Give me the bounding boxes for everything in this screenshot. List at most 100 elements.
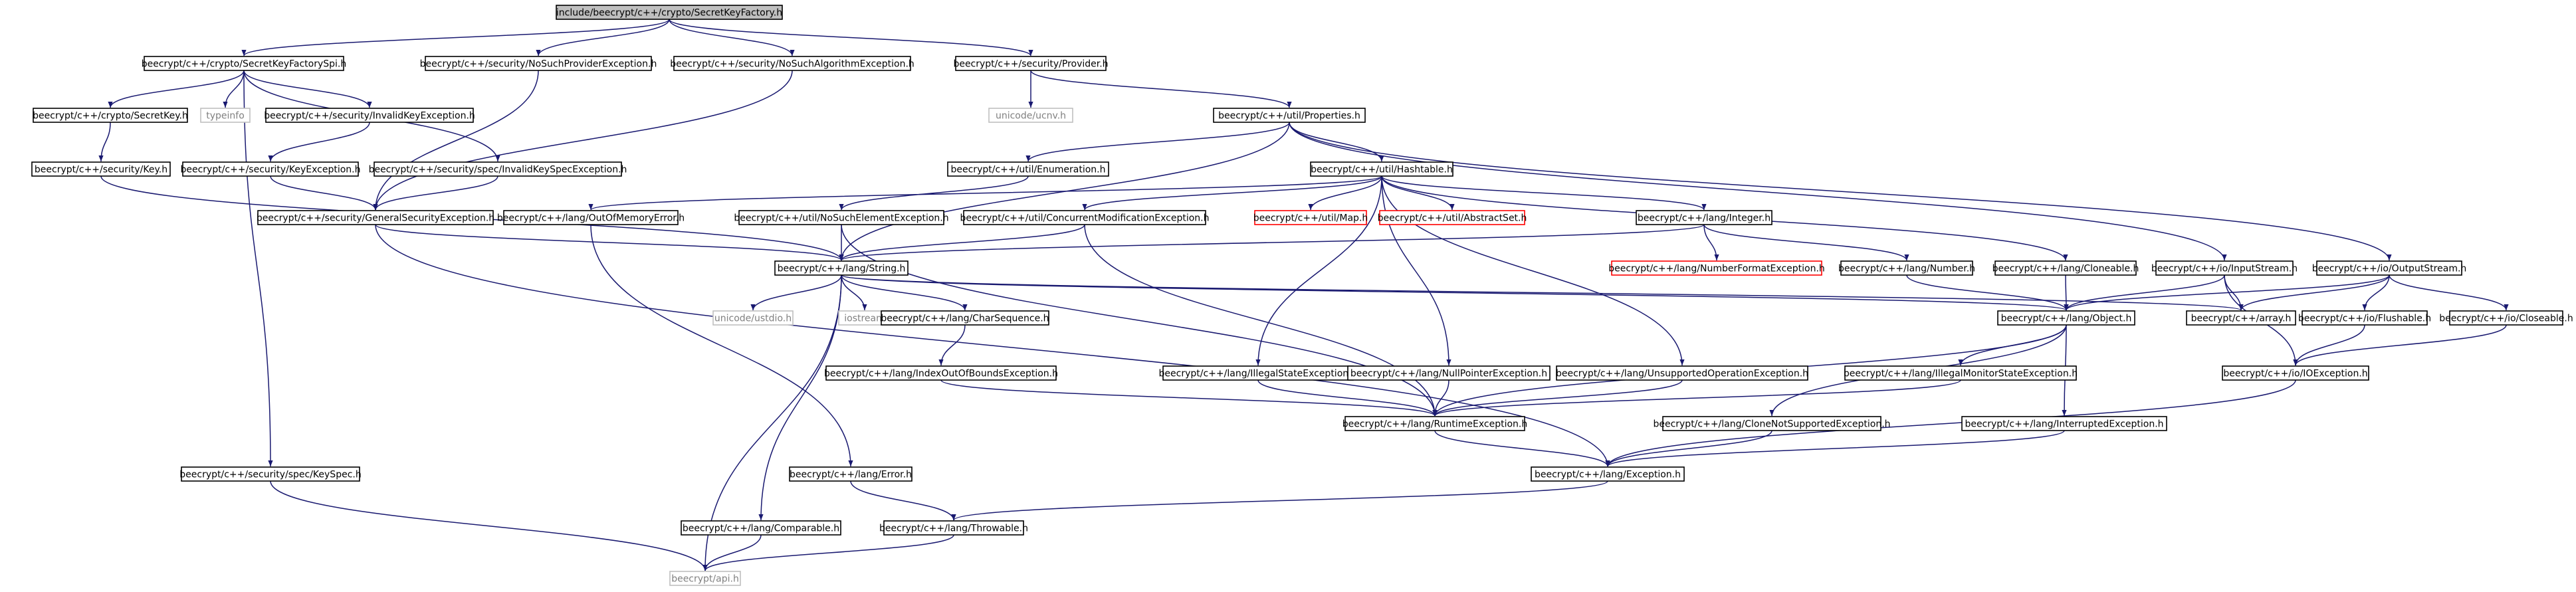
- node-box: [988, 108, 1073, 123]
- node-secretkey[interactable]: beecrypt/c++/crypto/SecretKey.h: [33, 108, 188, 123]
- node-box: [1840, 260, 1973, 276]
- node-hashtable[interactable]: beecrypt/c++/util/Hashtable.h: [1310, 161, 1453, 177]
- node-map[interactable]: beecrypt/c++/util/Map.h: [1253, 210, 1368, 225]
- node-ike[interactable]: beecrypt/c++/security/InvalidKeyExceptio…: [264, 108, 475, 123]
- node-box: [31, 161, 171, 177]
- node-box: [1844, 365, 2077, 381]
- node-box: [144, 56, 344, 71]
- node-array[interactable]: beecrypt/c++/array.h: [2186, 310, 2296, 326]
- node-label: beecrypt/c++/lang/IndexOutOfBoundsExcept…: [824, 369, 1058, 379]
- node-flushable[interactable]: beecrypt/c++/io/Flushable.h: [2298, 310, 2431, 326]
- node-box: [182, 161, 359, 177]
- edge-throwable-to-api: [702, 534, 954, 571]
- node-box: [673, 56, 911, 71]
- node-box: [1997, 310, 2135, 326]
- node-cme[interactable]: beecrypt/c++/util/ConcurrentModification…: [960, 210, 1210, 225]
- node-comparable[interactable]: beecrypt/c++/lang/Comparable.h: [681, 520, 841, 536]
- node-properties[interactable]: beecrypt/c++/util/Properties.h: [1213, 108, 1366, 123]
- node-inputstream[interactable]: beecrypt/c++/io/InputStream.h: [2151, 260, 2298, 276]
- edge-string-to-charseq: [841, 274, 968, 311]
- node-box: [1636, 210, 1772, 225]
- node-npe[interactable]: beecrypt/c++/lang/NullPointerException.h: [1347, 365, 1551, 381]
- node-integer[interactable]: beecrypt/c++/lang/Integer.h: [1636, 210, 1772, 225]
- node-box: [2449, 310, 2563, 326]
- node-box: [1531, 466, 1685, 482]
- node-box: [681, 520, 841, 536]
- node-ioexception[interactable]: beecrypt/c++/io/IOException.h: [2222, 365, 2369, 381]
- node-nfe[interactable]: beecrypt/c++/lang/NumberFormatException.…: [1608, 260, 1825, 276]
- node-ie[interactable]: beecrypt/c++/lang/InterruptedException.h: [1961, 416, 2167, 431]
- node-imse[interactable]: beecrypt/c++/lang/IllegalMonitorStateExc…: [1844, 365, 2078, 381]
- node-label: beecrypt/c++/lang/Throwable.h: [879, 524, 1028, 534]
- node-keyex[interactable]: beecrypt/c++/security/KeyException.h: [180, 161, 361, 177]
- node-label: beecrypt/c++/lang/IllegalStateException.…: [1159, 369, 1358, 379]
- node-label: beecrypt/c++/io/IOException.h: [2223, 369, 2367, 379]
- node-skfspi[interactable]: beecrypt/c++/crypto/SecretKeyFactorySpi.…: [142, 56, 346, 71]
- node-keyspec[interactable]: beecrypt/c++/security/spec/KeySpec.h: [179, 466, 362, 482]
- node-label: beecrypt/c++/lang/Error.h: [790, 470, 912, 480]
- node-cloneable[interactable]: beecrypt/c++/lang/Cloneable.h: [1992, 260, 2139, 276]
- node-closeable[interactable]: beecrypt/c++/io/Closeable.h: [2439, 310, 2573, 326]
- node-outputstream[interactable]: beecrypt/c++/io/OutputStream.h: [2312, 260, 2467, 276]
- edge-skfspi-to-ike: [243, 70, 372, 108]
- node-box: [1556, 365, 1808, 381]
- edge-properties-to-inputstream: [1289, 122, 2227, 261]
- node-ise[interactable]: beecrypt/c++/lang/IllegalStateException.…: [1159, 365, 1358, 381]
- node-box: [265, 108, 474, 123]
- edge-charseq-to-ioobe: [938, 324, 966, 366]
- node-nsp[interactable]: beecrypt/c++/security/NoSuchProviderExce…: [420, 56, 657, 71]
- edge-number-to-object: [1906, 274, 2069, 311]
- node-label: beecrypt/c++/lang/CloneNotSupportedExcep…: [1653, 419, 1890, 430]
- node-number[interactable]: beecrypt/c++/lang/Number.h: [1838, 260, 1975, 276]
- node-nsa[interactable]: beecrypt/c++/security/NoSuchAlgorithmExc…: [670, 56, 914, 71]
- node-key[interactable]: beecrypt/c++/security/Key.h: [31, 161, 171, 177]
- edge-runtime-to-exception: [1434, 430, 1610, 467]
- node-runtime[interactable]: beecrypt/c++/lang/RuntimeException.h: [1342, 416, 1527, 431]
- node-object[interactable]: beecrypt/c++/lang/Object.h: [1997, 310, 2135, 326]
- node-oome[interactable]: beecrypt/c++/lang/OutOfMemoryError.h: [497, 210, 685, 225]
- node-label: include/beecrypt/c++/crypto/SecretKeyFac…: [556, 8, 782, 19]
- node-throwable[interactable]: beecrypt/c++/lang/Throwable.h: [879, 520, 1028, 536]
- dependency-edges: [98, 19, 2509, 571]
- node-box: [825, 365, 1057, 381]
- node-label: beecrypt/c++/security/Key.h: [35, 165, 167, 175]
- node-box: [181, 466, 360, 482]
- node-ioobe[interactable]: beecrypt/c++/lang/IndexOutOfBoundsExcept…: [824, 365, 1058, 381]
- node-box: [947, 161, 1109, 177]
- node-label: beecrypt/c++/io/Closeable.h: [2439, 314, 2573, 324]
- node-box: [883, 520, 1024, 536]
- node-label: beecrypt/c++/util/Properties.h: [1218, 111, 1360, 122]
- edge-string-to-array: [841, 274, 2243, 311]
- node-label: beecrypt/c++/security/spec/KeySpec.h: [179, 470, 361, 480]
- node-root[interactable]: include/beecrypt/c++/crypto/SecretKeyFac…: [556, 5, 783, 20]
- edge-flushable-to-ioexception: [2293, 324, 2365, 366]
- node-box: [1611, 260, 1822, 276]
- node-box: [1310, 161, 1453, 177]
- node-label: beecrypt/c++/lang/Comparable.h: [683, 524, 839, 534]
- node-box: [2302, 310, 2428, 326]
- node-charseq[interactable]: beecrypt/c++/lang/CharSequence.h: [881, 310, 1049, 326]
- node-box: [1662, 416, 1881, 431]
- node-enumeration[interactable]: beecrypt/c++/util/Enumeration.h: [947, 161, 1109, 177]
- node-abstractset[interactable]: beecrypt/c++/util/AbstractSet.h: [1378, 210, 1527, 225]
- node-exception[interactable]: beecrypt/c++/lang/Exception.h: [1531, 466, 1685, 482]
- node-nsee[interactable]: beecrypt/c++/util/NoSuchElementException…: [734, 210, 949, 225]
- node-ikse[interactable]: beecrypt/c++/security/spec/InvalidKeySpe…: [369, 161, 627, 177]
- node-gse[interactable]: beecrypt/c++/security/GeneralSecurityExc…: [257, 210, 494, 225]
- edge-hashtable-to-npe: [1381, 175, 1451, 366]
- node-box: [963, 210, 1206, 225]
- node-string[interactable]: beecrypt/c++/lang/String.h: [774, 260, 909, 276]
- node-provider[interactable]: beecrypt/c++/security/Provider.h: [953, 56, 1109, 71]
- node-box: [881, 310, 1049, 326]
- node-uoe[interactable]: beecrypt/c++/lang/UnsupportedOperationEx…: [1556, 365, 1808, 381]
- node-cnse[interactable]: beecrypt/c++/lang/CloneNotSupportedExcep…: [1653, 416, 1891, 431]
- edge-cme-to-string: [839, 224, 1085, 261]
- node-error[interactable]: beecrypt/c++/lang/Error.h: [789, 466, 912, 482]
- node-label: beecrypt/api.h: [671, 574, 739, 585]
- edge-hashtable-to-map: [1308, 175, 1382, 211]
- node-label: beecrypt/c++/crypto/SecretKey.h: [33, 111, 188, 122]
- edge-error-to-throwable: [850, 480, 956, 521]
- node-label: beecrypt/c++/crypto/SecretKeyFactorySpi.…: [142, 59, 346, 70]
- edge-keyex-to-gse: [270, 175, 378, 211]
- edge-hashtable-to-integer: [1381, 175, 1707, 211]
